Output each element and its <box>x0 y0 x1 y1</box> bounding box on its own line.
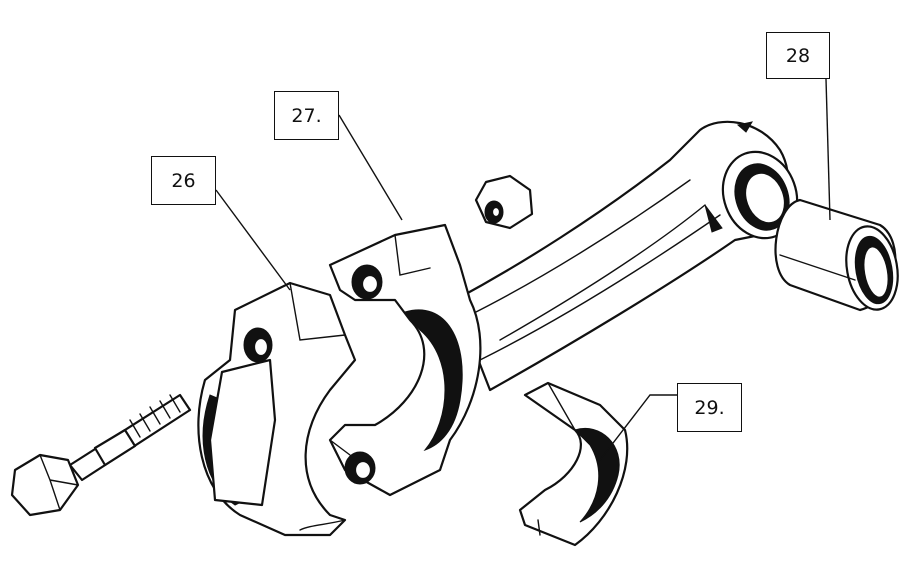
rod-big-end-half <box>328 223 482 497</box>
hex-nut <box>474 174 534 230</box>
leader-line-28 <box>825 78 831 221</box>
connecting-rod-bolt <box>10 393 192 517</box>
piston-pin-bush <box>774 198 899 312</box>
callout-28: 28 <box>766 32 830 79</box>
leader-line-27 <box>338 114 403 221</box>
bearing-shell <box>518 381 629 547</box>
callout-29: 29. <box>677 383 742 432</box>
leader-line-29 <box>599 394 677 461</box>
leader-line-26 <box>215 189 291 291</box>
callout-26: 26 <box>151 156 216 205</box>
bearing-cap <box>197 281 357 537</box>
callout-27: 27. <box>274 91 339 140</box>
connecting-rod <box>453 120 799 392</box>
